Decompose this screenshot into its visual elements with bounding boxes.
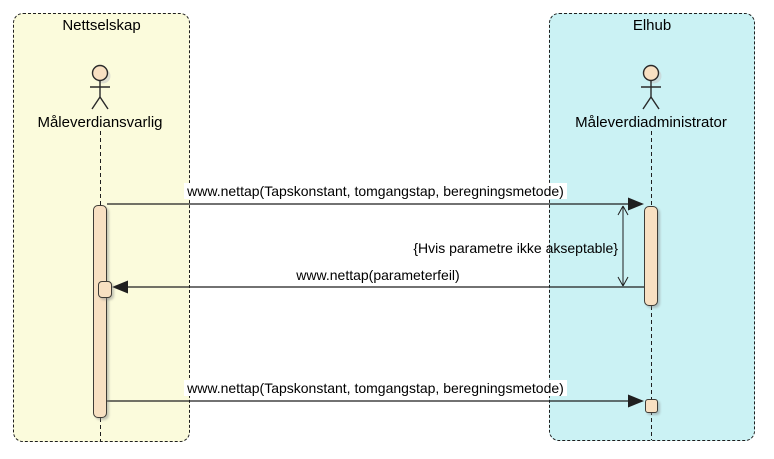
arrowhead-left-icon xyxy=(112,280,128,294)
actor-label-maleverdiansvarlig: Måleverdiansvarlig xyxy=(37,114,163,131)
frame-title-elhub: Elhub xyxy=(632,17,672,34)
activation-bar-maleverdiadministrator xyxy=(644,206,658,306)
activation-bar-request-2 xyxy=(645,399,658,413)
activation-bar-nested-return xyxy=(98,281,112,298)
message-label-request-2: www.nettap(Tapskonstant, tomgangstap, be… xyxy=(107,380,644,396)
arrowhead-right-icon xyxy=(628,197,644,211)
constraint-label: {Hvis parametre ikke akseptable} xyxy=(413,240,618,256)
frame-title-nettselskap: Nettselskap xyxy=(62,17,141,34)
message-label-parameterfeil: www.nettap(parameterfeil) xyxy=(112,267,644,283)
actor-label-maleverdiadministrator: Måleverdiadministrator xyxy=(575,114,727,131)
actor-icon-maleverdiadministrator xyxy=(641,64,662,110)
message-arrow-request-2 xyxy=(107,394,644,408)
arrowhead-right-icon xyxy=(628,394,644,408)
constraint-range-arrow xyxy=(617,205,629,287)
message-arrow-request-1 xyxy=(107,197,644,211)
message-arrow-parameterfeil xyxy=(112,280,644,294)
actor-icon-maleverdiansvarlig xyxy=(90,64,111,110)
activation-bar-maleverdiansvarlig xyxy=(93,205,107,418)
message-label-request-1: www.nettap(Tapskonstant, tomgangstap, be… xyxy=(107,183,644,199)
